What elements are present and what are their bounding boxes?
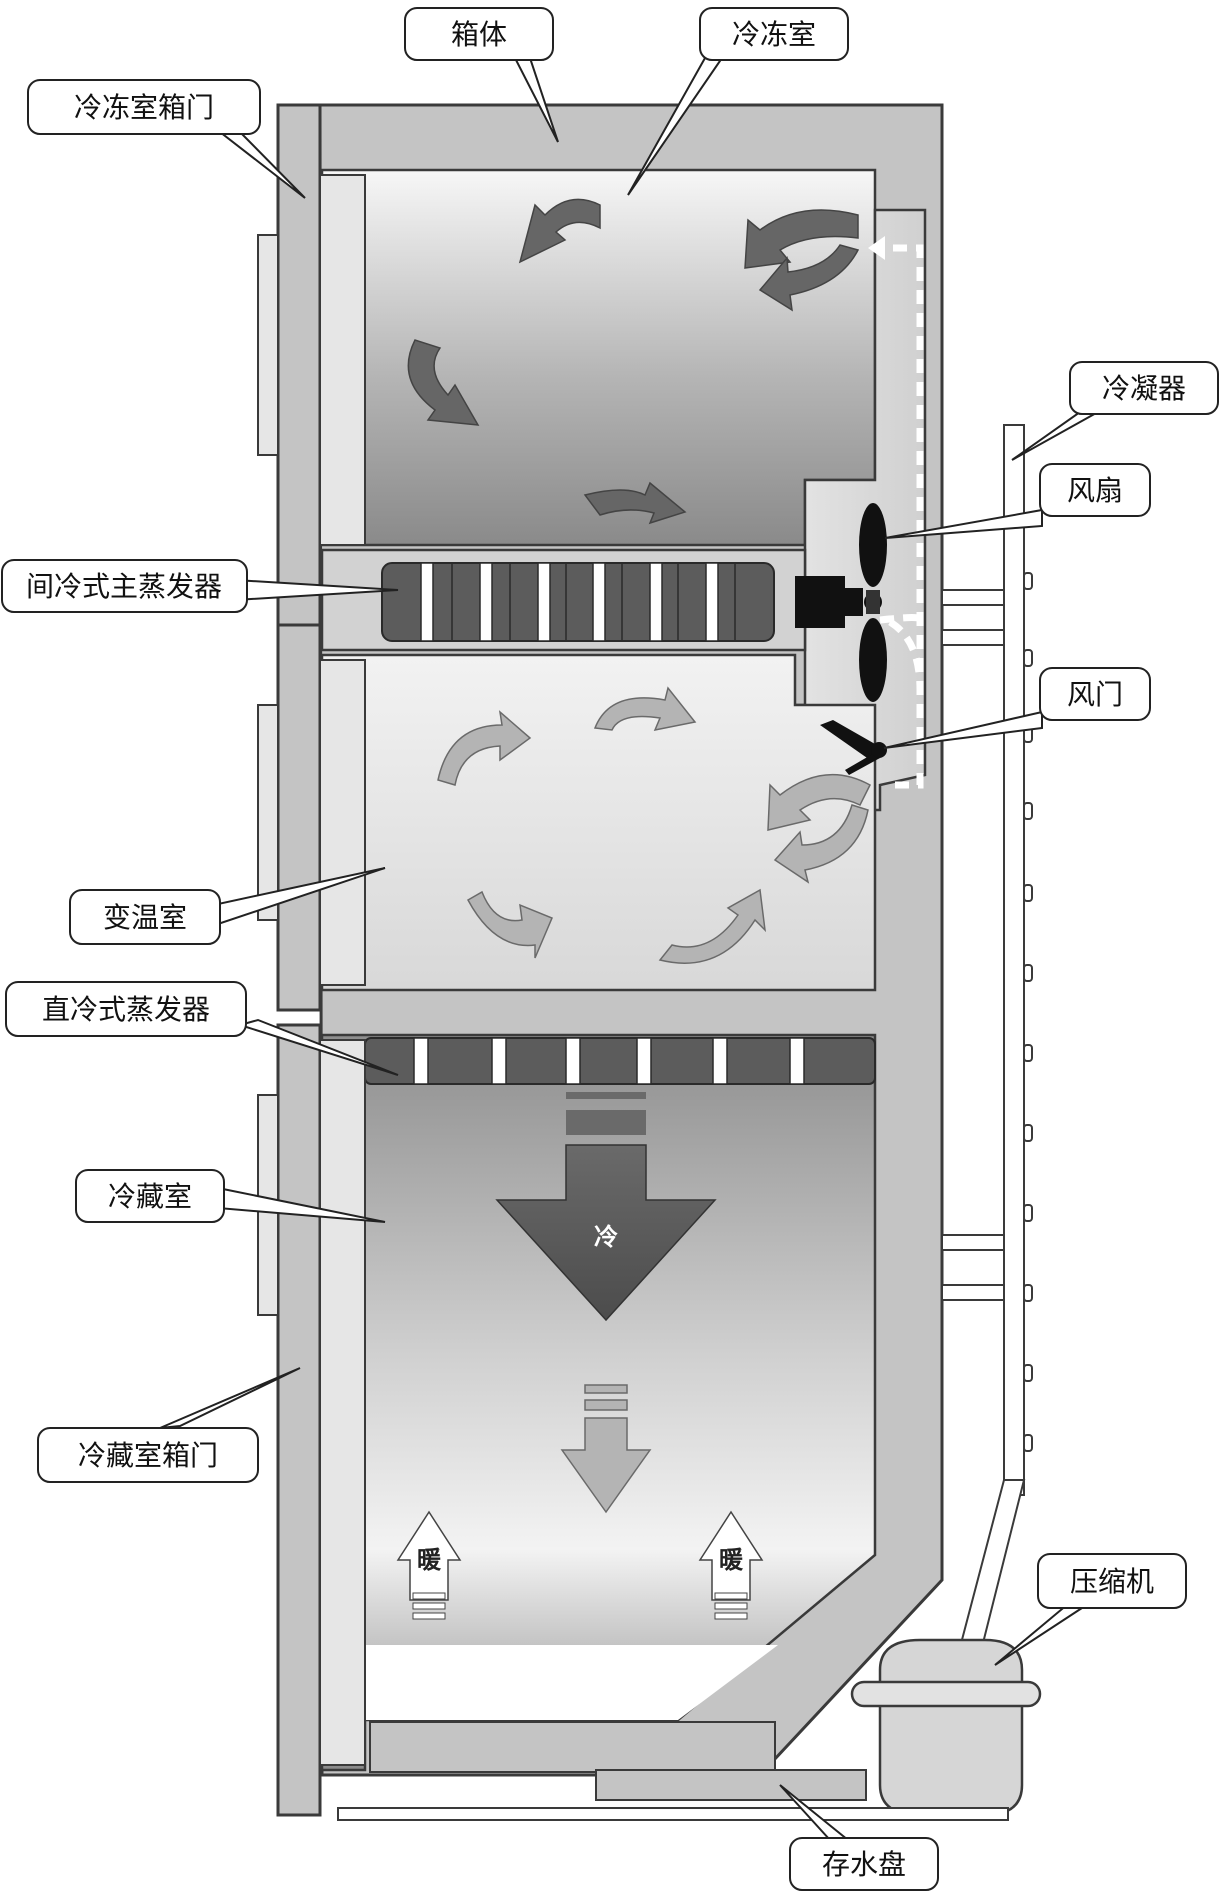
callout-condenser: 冷凝器 [1011,361,1219,461]
fridge-bottom [322,1645,778,1720]
base-plate [337,1807,1009,1821]
freezer-door-liner [319,174,366,546]
svg-text:冷冻室: 冷冻室 [732,18,816,51]
water-tray [595,1769,867,1801]
fridge-door-liner [319,1039,366,1766]
variable-door-liner [319,659,366,986]
warm-label-right: 暖 [719,1546,744,1574]
fan [795,503,887,702]
callout-main-evaporator: 间冷式主蒸发器 [1,559,399,613]
freezer-flow-arrows [407,198,860,525]
airflow-arrowhead [868,236,885,260]
svg-text:风门: 风门 [1067,678,1123,711]
callout-variable-room: 变温室 [69,867,386,945]
main-evaporator-fins [420,562,719,642]
svg-text:冷凝器: 冷凝器 [1102,372,1186,405]
svg-text:直冷式蒸发器: 直冷式蒸发器 [42,993,210,1026]
fridge-door [276,1023,322,1817]
variable-door [276,623,322,1012]
direct-evaporator-fins [413,1037,805,1085]
variable-door-handle [257,704,279,921]
svg-text:间冷式主蒸发器: 间冷式主蒸发器 [26,570,222,603]
callout-fridge-room: 冷藏室 [75,1169,386,1223]
callout-direct-evaporator: 直冷式蒸发器 [5,981,399,1076]
svg-text:冷藏室箱门: 冷藏室箱门 [78,1439,218,1472]
condenser [941,424,1026,1656]
freezer-door-handle [257,234,279,456]
callout-damper: 风门 [883,667,1151,749]
fridge-cool-arrow [560,1384,652,1514]
svg-text:风扇: 风扇 [1067,474,1123,507]
compressor [850,1638,1042,1817]
condenser-clips [1023,572,1033,1452]
fan-airflow-dashes [879,244,924,789]
callout-cabinet: 箱体 [404,7,559,143]
svg-text:箱体: 箱体 [451,18,507,51]
warm-label-left: 暖 [417,1546,442,1574]
svg-text:变温室: 变温室 [103,901,187,934]
cabinet-bottom-plate [369,1721,776,1773]
cold-label: 冷 [594,1223,618,1251]
callout-water-tray: 存水盘 [779,1784,939,1891]
callout-freezer: 冷冻室 [627,7,849,196]
callout-fridge-door: 冷藏室箱门 [37,1367,301,1483]
svg-text:冷藏室: 冷藏室 [108,1180,192,1213]
svg-text:压缩机: 压缩机 [1070,1565,1154,1598]
damper [820,720,887,775]
svg-text:冷冻室箱门: 冷冻室箱门 [74,91,214,124]
callout-fan: 风扇 [884,463,1151,539]
fridge-cold-arrow: 冷 [495,1092,717,1322]
callout-compressor: 压缩机 [994,1553,1187,1666]
svg-text:存水盘: 存水盘 [822,1848,906,1881]
variable-room-flow-arrows [437,686,871,964]
callout-freezer-door: 冷冻室箱门 [27,79,306,199]
fridge-warm-arrows: 暖 暖 [396,1510,764,1620]
